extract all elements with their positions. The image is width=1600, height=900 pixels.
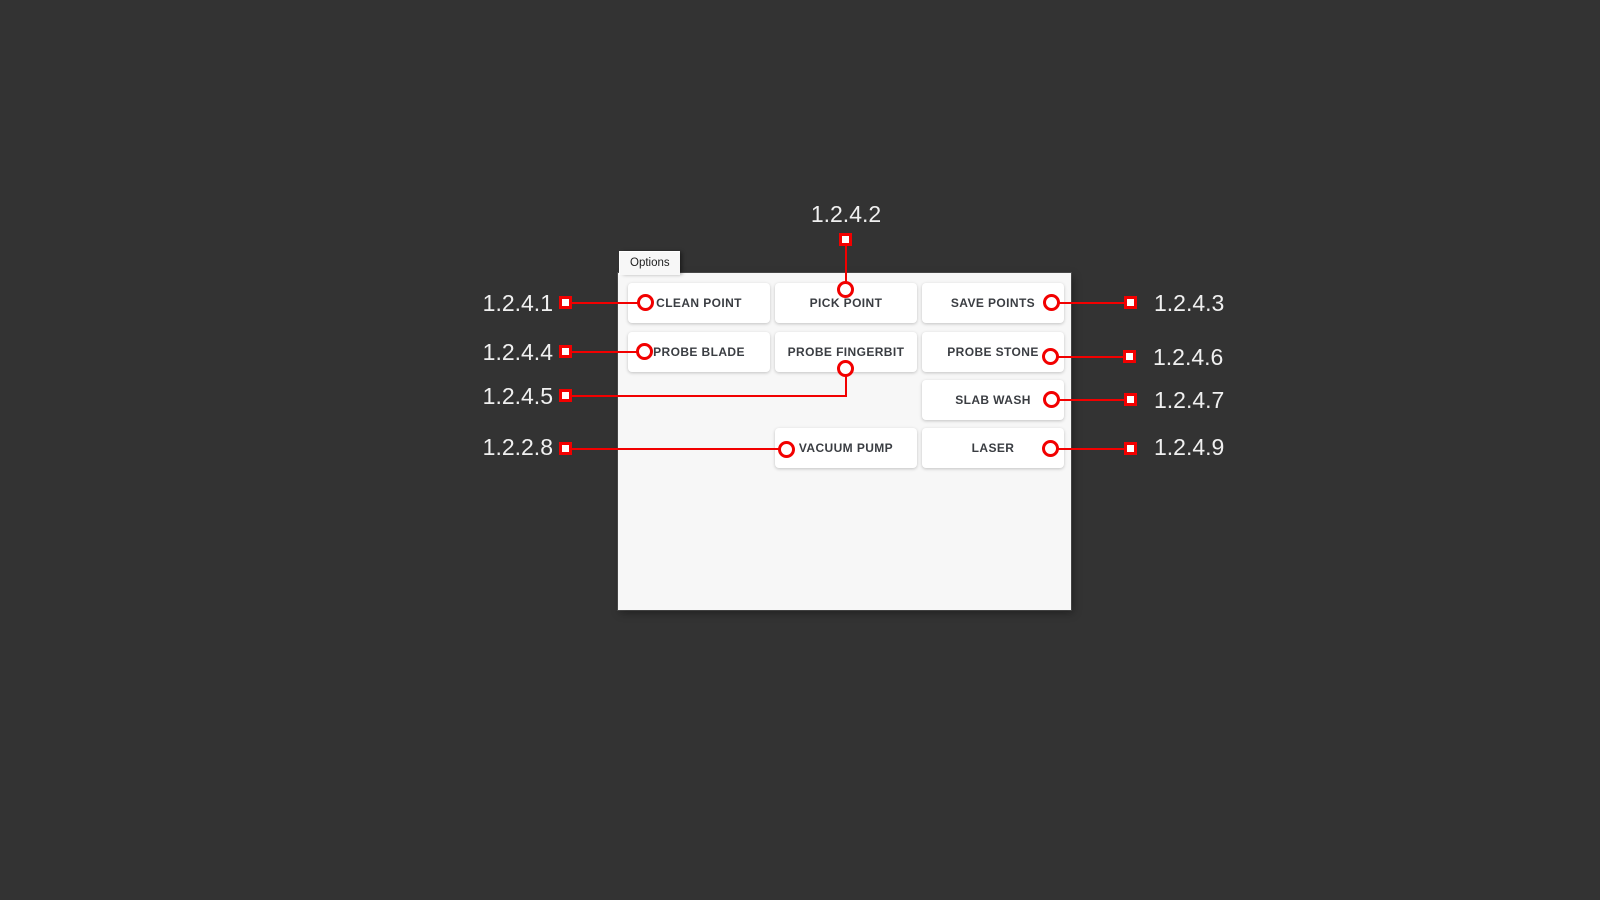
callout-square-marker [559,442,572,455]
annotation-label: 1.2.4.4 [482,339,553,365]
annotation-label: 1.2.4.1 [482,290,553,316]
tab-options-label: Options [630,256,670,269]
callout-circle-marker [636,343,653,360]
callout-circle-marker [1042,348,1059,365]
button-probe-stone[interactable]: PROBE STONE [922,332,1064,372]
button-save-points[interactable]: SAVE POINTS [922,283,1064,323]
annotation-label: 1.2.4.6 [1153,344,1224,370]
tab-options[interactable]: Options [619,251,680,275]
annotation-label: 1.2.4.5 [482,383,553,409]
callout-square-marker [1124,442,1137,455]
callout-line [845,240,847,290]
annotation-label: 1.2.2.8 [482,434,553,460]
callout-line [1052,302,1131,304]
callout-line [566,395,847,397]
annotation-label: 1.2.4.7 [1154,387,1225,413]
callout-circle-marker [837,281,854,298]
callout-circle-marker [1043,391,1060,408]
callout-circle-marker [637,294,654,311]
callout-line [1051,399,1131,401]
callout-square-marker [1123,350,1136,363]
callout-square-marker [839,233,852,246]
callout-circle-marker [1043,294,1060,311]
button-vacuum-pump[interactable]: VACUUM PUMP [775,428,917,468]
callout-line [1051,448,1131,450]
callout-circle-marker [1042,440,1059,457]
callout-line-vertical [845,369,847,396]
annotation-label: 1.2.4.3 [1154,290,1225,316]
callout-square-marker [1124,393,1137,406]
callout-line [566,302,646,304]
annotation-label: 1.2.4.9 [1154,434,1225,460]
callout-square-marker [559,389,572,402]
callout-circle-marker [778,441,795,458]
annotation-label: 1.2.4.2 [810,201,882,227]
callout-square-marker [1124,296,1137,309]
callout-circle-marker [837,360,854,377]
callout-line [566,448,787,450]
callout-line [1051,356,1130,358]
button-laser[interactable]: LASER [922,428,1064,468]
callout-line [566,351,645,353]
button-slab-wash[interactable]: SLAB WASH [922,380,1064,420]
callout-square-marker [559,345,572,358]
callout-square-marker [559,296,572,309]
